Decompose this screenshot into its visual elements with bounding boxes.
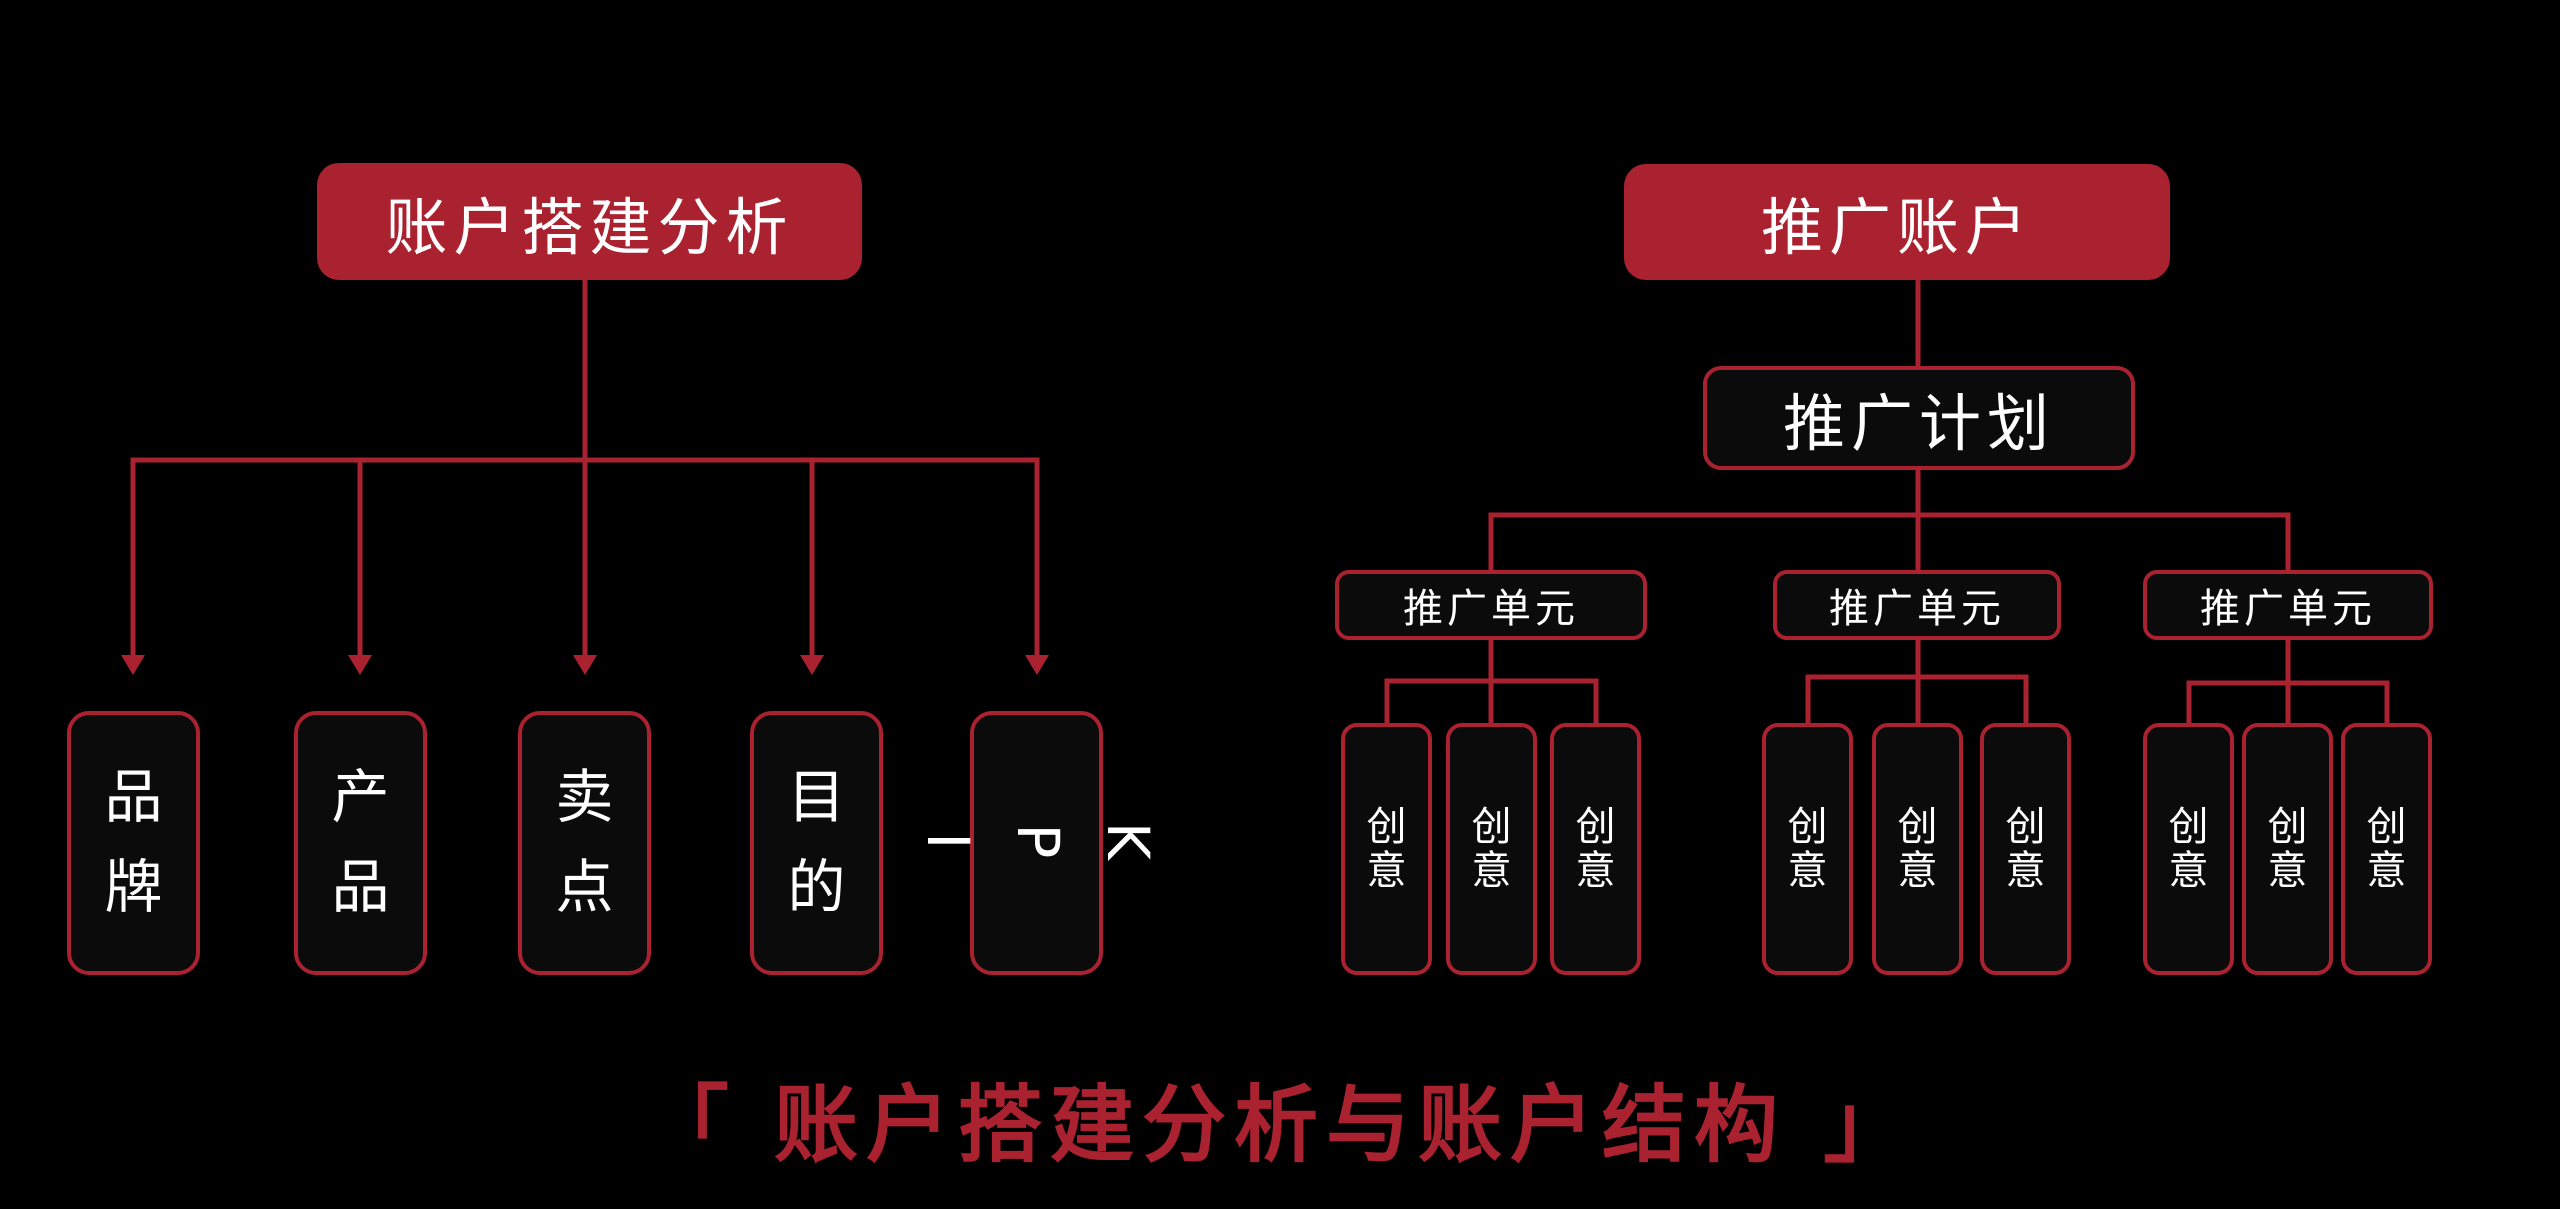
creative-1-2: 创意 (1446, 723, 1537, 975)
promotion-unit-3: 推广单元 (2143, 570, 2433, 640)
node-selling-point: 卖点 (518, 711, 651, 975)
creative-1-3: 创意 (1550, 723, 1641, 975)
creative-3-1: 创意 (2143, 723, 2234, 975)
page-caption: 「 账户搭建分析与账户结构 」 (644, 1076, 1916, 1174)
creative-2-1: 创意 (1762, 723, 1853, 975)
promotion-account-root: 推广账户 (1624, 164, 2170, 280)
promotion-unit-2: 推广单元 (1773, 570, 2061, 640)
node-brand: 品牌 (67, 711, 200, 975)
creative-2-3: 创意 (1980, 723, 2071, 975)
node-product: 产品 (294, 711, 427, 975)
promotion-unit-1: 推广单元 (1335, 570, 1647, 640)
creative-3-2: 创意 (2242, 723, 2333, 975)
creative-2-2: 创意 (1872, 723, 1963, 975)
node-goal: 目的 (750, 711, 883, 975)
creative-1-1: 创意 (1341, 723, 1432, 975)
creative-3-3: 创意 (2341, 723, 2432, 975)
promotion-plan: 推广计划 (1703, 366, 2135, 470)
account-analysis-root: 账户搭建分析 (317, 163, 862, 280)
node-kpi: KPI (914, 711, 1161, 975)
